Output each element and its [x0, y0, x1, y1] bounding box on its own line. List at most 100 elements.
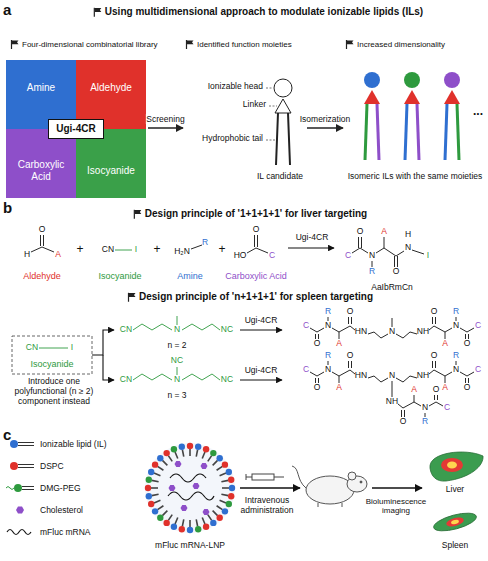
reagent-name: Amine: [177, 271, 203, 281]
reaction-arrow: [240, 329, 282, 330]
reaction-arrow: [103, 355, 114, 380]
node-label: Amine: [24, 82, 58, 94]
lnp-particle: [175, 461, 182, 467]
atom-label: CN: [26, 343, 38, 353]
lnp-particle: [182, 519, 183, 526]
atom-label: O: [253, 225, 260, 235]
lnp-particle: [195, 444, 201, 450]
lnp-particle: [168, 474, 214, 500]
reagent-name: Isocyanide: [30, 359, 73, 369]
isomer-lipid: [377, 104, 379, 160]
isomer-lipid: [364, 72, 380, 160]
lnp-particle: [187, 527, 193, 533]
legend-icon: [18, 465, 34, 468]
annotation: Bioluminescence imaging: [364, 497, 428, 515]
lnp-particle: [222, 487, 229, 489]
amide-unit: [310, 317, 355, 339]
atom-label: NC: [221, 375, 233, 385]
lnp-particle: [187, 443, 193, 449]
syringe: [252, 474, 274, 480]
atom-label: N: [325, 365, 331, 375]
legend-icon: [10, 462, 18, 470]
lnp-particle: [229, 485, 235, 491]
panel-letter: c: [3, 426, 11, 443]
lnp-particle: [162, 511, 167, 516]
lnp-particle: [196, 519, 197, 526]
lnp-particle: [179, 526, 185, 532]
lnp-particle: [158, 506, 164, 510]
atom-label: O: [347, 307, 354, 317]
annotation: Ugi-4CR: [245, 316, 278, 326]
amide-unit: [310, 361, 355, 383]
mouse: [292, 466, 367, 507]
atom-label: NC: [221, 325, 233, 335]
library-panel: Four-dimensional combinatorial libraryAm…: [6, 60, 146, 198]
isomer-lipid: [404, 72, 420, 88]
lnp-particle: [157, 455, 163, 461]
legend-label: mFluc mRNA: [40, 527, 91, 537]
legend-icon: [14, 484, 22, 492]
process-arrow: [307, 127, 343, 129]
lnp-particle: [221, 480, 228, 481]
panel-heading: Using multidimensional approach to modul…: [93, 6, 423, 18]
atom-label: NH: [386, 397, 398, 407]
lnp-particle: [148, 469, 154, 475]
lnp-particle: [152, 508, 158, 514]
leader-line: [266, 88, 277, 140]
lnp-particle: [169, 485, 176, 491]
atom-label: A: [336, 383, 342, 393]
lnp-particle: [146, 477, 152, 483]
lnp-particle: [220, 500, 226, 503]
callout-label: Ionizable head: [208, 82, 263, 92]
spleen-image: [451, 519, 460, 525]
atom-label: N: [174, 375, 180, 385]
legend-label: Ionizable lipid (IL): [40, 439, 107, 449]
atom-label: R: [369, 267, 375, 277]
lnp-particle: [154, 473, 160, 476]
atom-label: HO: [234, 251, 247, 261]
node-label: Isocyanide: [84, 165, 138, 177]
ellipsis: ...: [473, 105, 483, 119]
chemical-bond: [31, 235, 54, 252]
atom-label: C: [475, 321, 481, 331]
lnp-particle: [221, 494, 228, 495]
plus-sign: +: [76, 243, 83, 257]
atom-label: O: [464, 339, 471, 349]
lnp-particle: [171, 446, 177, 452]
atom-label: N: [453, 365, 459, 375]
lnp-particle: [216, 455, 222, 461]
chemical-bond: [352, 237, 368, 253]
reaction-arrow: [92, 248, 334, 380]
lnp-particle: [189, 520, 191, 527]
lnp-particle: [148, 501, 154, 507]
lnp-particle: [152, 461, 158, 467]
isomer-panel: Increased dimensionalityIsomeric ILs wit…: [345, 35, 486, 195]
annotation: Ugi-4CR: [245, 366, 278, 376]
isomer-lipid: [404, 90, 420, 104]
lnp-particle: [213, 511, 218, 516]
process-arrow: [372, 487, 422, 488]
syringe: [246, 474, 284, 480]
lnp-particle: [226, 501, 232, 507]
lnp-particle: [168, 515, 172, 521]
lnp-particle: [202, 518, 205, 524]
liver-image: [430, 452, 483, 481]
atom-label: A: [411, 385, 417, 395]
lnp-particle: [179, 444, 185, 450]
lnp-particle: [168, 456, 172, 462]
lnp-particle: [228, 493, 234, 499]
lnp-particle: [181, 505, 188, 511]
lipid-figure: [275, 99, 291, 113]
liver-image: [430, 452, 483, 481]
lnp-particle: [195, 526, 201, 532]
lnp-particle: [163, 450, 169, 456]
spleen-image: [432, 510, 478, 535]
atom-label: R: [325, 351, 331, 361]
atom-label: N: [325, 321, 331, 331]
legend-icon: [22, 487, 34, 490]
legend-label: Cholesterol: [40, 505, 83, 515]
atom-label: O: [464, 383, 471, 393]
lnp-particle: [216, 514, 222, 520]
mouse: [348, 472, 356, 480]
atom-label: R: [453, 351, 459, 361]
